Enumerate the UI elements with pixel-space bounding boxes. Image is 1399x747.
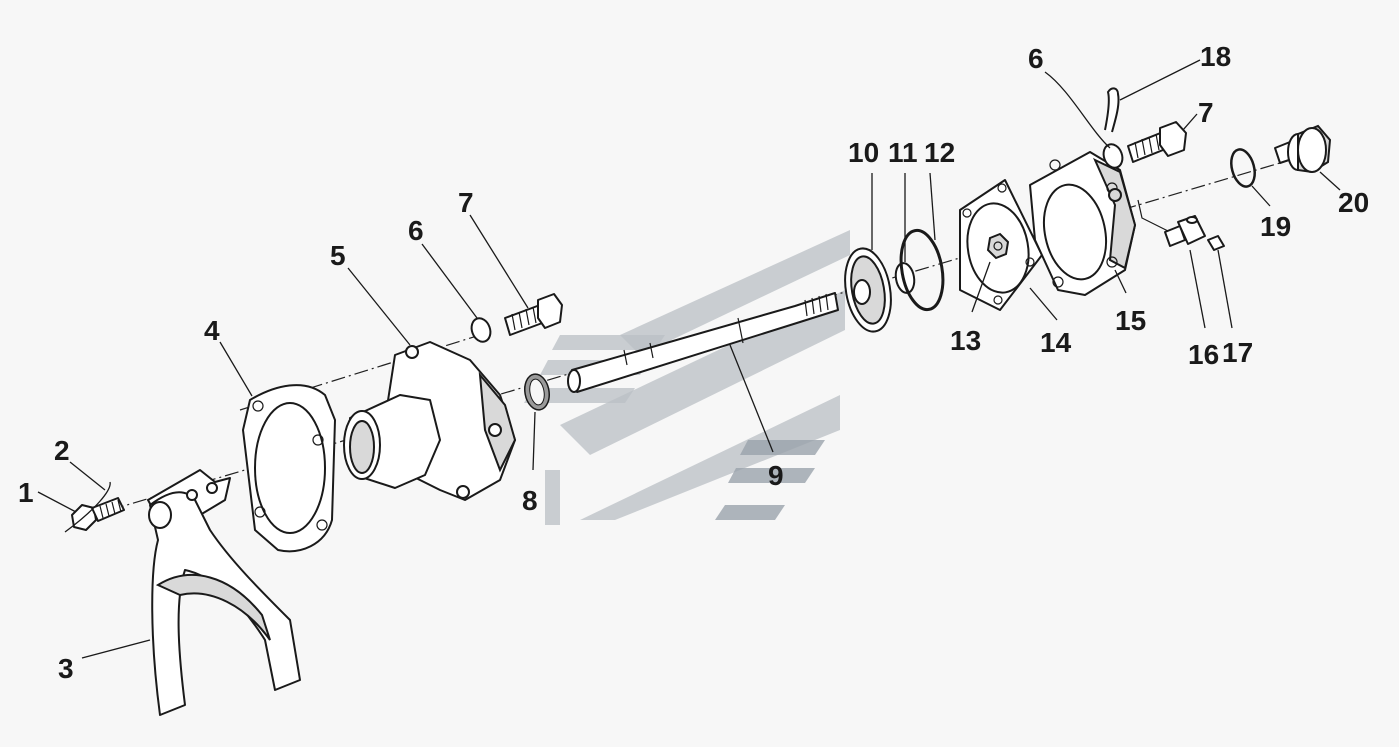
part-oring-12 xyxy=(899,228,945,312)
callout-3: 3 xyxy=(58,653,74,684)
part-plug-17 xyxy=(1207,235,1225,251)
callout-7-right: 7 xyxy=(1198,97,1214,128)
callout-17: 17 xyxy=(1222,337,1253,368)
callout-6-left: 6 xyxy=(408,215,424,246)
part-seal-10 xyxy=(844,247,892,333)
callout-2: 2 xyxy=(54,435,70,466)
callout-labels: 1 2 3 4 5 6 7 8 9 10 11 12 13 14 15 16 1… xyxy=(18,41,1369,684)
callout-11: 11 xyxy=(888,137,918,168)
part-ring-8 xyxy=(524,373,550,411)
callout-9: 9 xyxy=(768,460,784,491)
part-cover-15 xyxy=(1029,151,1137,296)
callout-4: 4 xyxy=(204,315,220,346)
leader-lines xyxy=(37,59,1341,659)
part-shaft-9 xyxy=(567,292,839,393)
part-oring-19 xyxy=(1230,148,1256,188)
callout-16: 16 xyxy=(1188,339,1219,370)
part-housing-5 xyxy=(343,341,517,501)
callout-13: 13 xyxy=(950,325,981,356)
callout-5: 5 xyxy=(330,240,346,271)
center-axis-upper xyxy=(239,334,481,411)
part-nut-13 xyxy=(986,232,1010,260)
part-tee-16 xyxy=(1137,199,1206,247)
callout-18: 18 xyxy=(1200,41,1231,72)
callout-10: 10 xyxy=(848,137,879,168)
callout-6-right: 6 xyxy=(1028,43,1044,74)
callout-7-left: 7 xyxy=(458,187,474,218)
callout-1: 1 xyxy=(18,477,34,508)
part-fork-3 xyxy=(147,469,301,716)
part-cap-20 xyxy=(1274,124,1332,174)
part-oring-11 xyxy=(894,262,916,294)
part-bolt-7-right xyxy=(1127,121,1187,163)
callout-15: 15 xyxy=(1115,305,1146,336)
part-washer-6-right xyxy=(1102,143,1124,169)
part-washer-6-left xyxy=(470,317,492,343)
part-gasket-4 xyxy=(242,384,336,553)
callout-14: 14 xyxy=(1040,327,1072,358)
callout-8: 8 xyxy=(522,485,538,516)
callout-20: 20 xyxy=(1338,187,1369,218)
callout-12: 12 xyxy=(924,137,955,168)
part-wire-2 xyxy=(64,481,111,533)
part-bolt-7-left xyxy=(504,293,563,336)
part-pipe-18 xyxy=(1104,87,1120,133)
callout-19: 19 xyxy=(1260,211,1291,242)
